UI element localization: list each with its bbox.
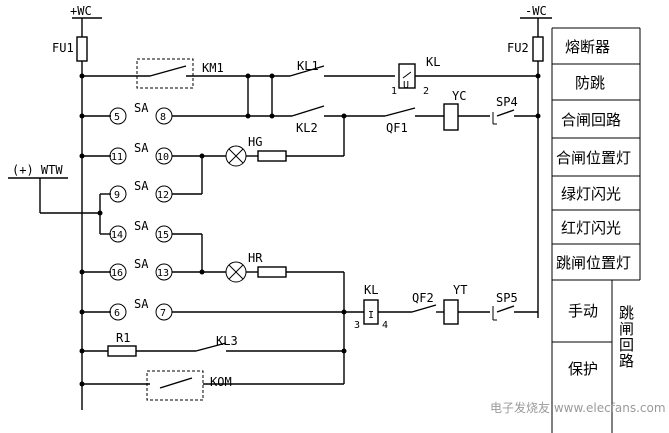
kl-b-pin3: 3: [354, 320, 360, 331]
legend-table: [551, 27, 641, 433]
hg-label: HG: [248, 135, 262, 149]
wtw-label: (+) WTW: [12, 163, 63, 177]
kl3-label: KL3: [216, 334, 238, 348]
kl-b-label: KL: [364, 283, 378, 297]
sa-contact-13-label: 13: [157, 268, 169, 279]
km1-contact: [149, 65, 187, 77]
yc-coil: [443, 103, 459, 131]
qf1-label: QF1: [386, 121, 408, 135]
kl-coil: [398, 63, 416, 89]
kl3-contact: [195, 342, 227, 352]
r1-resistor: [107, 345, 137, 357]
right-bus-label: -WC: [525, 4, 547, 18]
kl-b-pin4: 4: [382, 320, 388, 331]
sa-contact-6-label: 6: [114, 308, 120, 319]
junction: [245, 73, 251, 79]
junction: [79, 73, 85, 79]
hr-label: HR: [248, 251, 263, 265]
legend-trip-circuit-1: 跳: [619, 304, 634, 322]
qf1-contact: [384, 107, 416, 117]
sa-contact-14-label: 14: [111, 230, 123, 241]
kom-box: [146, 370, 204, 401]
sp5-contact: [496, 305, 515, 313]
legend-trip-circuit-4: 路: [619, 352, 634, 370]
sa-contact-16: [109, 263, 127, 281]
legend-close-position-lamp: 合闸位置灯: [556, 149, 631, 167]
sa-label: SA: [134, 297, 149, 311]
sa-label: SA: [134, 141, 149, 155]
sa-label: SA: [134, 219, 149, 233]
qf2-label: QF2: [412, 291, 434, 305]
sa-contact-9-label: 9: [114, 190, 120, 201]
km1-label: KM1: [202, 61, 224, 75]
sa-label: SA: [134, 101, 149, 115]
sa-contact-11-label: 11: [111, 152, 123, 163]
legend-fuse: 熔断器: [565, 38, 610, 56]
legend-close-circuit: 合闸回路: [561, 111, 621, 129]
legend-red-flash: 红灯闪光: [561, 219, 621, 237]
sa-contact-6: [109, 303, 127, 321]
sa-contact-12-label: 12: [157, 190, 169, 201]
sp4-label: SP4: [496, 95, 518, 109]
legend-trip-circuit-3: 回: [619, 336, 634, 354]
legend-trip-position-lamp: 跳闸位置灯: [556, 254, 631, 272]
kl-pin1: 1: [391, 86, 397, 97]
legend-protection: 保护: [568, 360, 598, 378]
r1-label: R1: [116, 331, 130, 345]
legend-trip-circuit-2: 闸: [619, 320, 634, 338]
kl1-contact: [289, 65, 325, 77]
junction: [535, 73, 541, 79]
fu1-label: FU1: [52, 41, 74, 55]
sp5-label: SP5: [496, 291, 518, 305]
fuse-fu2: [532, 36, 544, 62]
kl2-contact: [291, 105, 325, 117]
sa-contact-5: [109, 107, 127, 125]
legend-anti-pump: 防跳: [575, 74, 605, 92]
hr-resistor: [257, 266, 287, 278]
sa-contact-10-label: 10: [157, 152, 169, 163]
kl-b-i: I: [368, 310, 374, 321]
sa-contact-8-label: 8: [160, 112, 166, 123]
hg-resistor: [257, 150, 287, 162]
sa-contact-11: [109, 147, 127, 165]
legend-green-flash: 绿灯闪光: [561, 185, 621, 203]
yc-label: YC: [452, 89, 466, 103]
kl-pin2: 2: [423, 86, 429, 97]
sa-contact-14: [109, 225, 127, 243]
sa-contact-16-label: 16: [111, 268, 123, 279]
watermark: 电子发烧友 www.elecfans.com: [490, 400, 666, 415]
sa-contact-7-label: 7: [160, 308, 166, 319]
yt-coil: [443, 299, 459, 325]
sa-contact-5-label: 5: [114, 112, 120, 123]
kl-u: U: [403, 80, 409, 91]
kom-contact: [159, 377, 193, 389]
kl1-label: KL1: [297, 59, 319, 73]
sa-contact-15-label: 15: [157, 230, 169, 241]
yt-label: YT: [453, 283, 467, 297]
fu2-label: FU2: [507, 41, 529, 55]
sa-contact-9: [109, 185, 127, 203]
left-bus-label: +WC: [70, 4, 92, 18]
qf2-contact: [411, 304, 437, 313]
sp4-contact: [496, 109, 515, 117]
sa-label: SA: [134, 257, 149, 271]
km1-box: [136, 58, 194, 89]
sa-label: SA: [134, 179, 149, 193]
fuse-fu1: [76, 36, 88, 62]
kl-label: KL: [426, 55, 440, 69]
legend-manual: 手动: [568, 302, 598, 320]
kl2-label: KL2: [296, 121, 318, 135]
kom-label: KOM: [210, 375, 232, 389]
